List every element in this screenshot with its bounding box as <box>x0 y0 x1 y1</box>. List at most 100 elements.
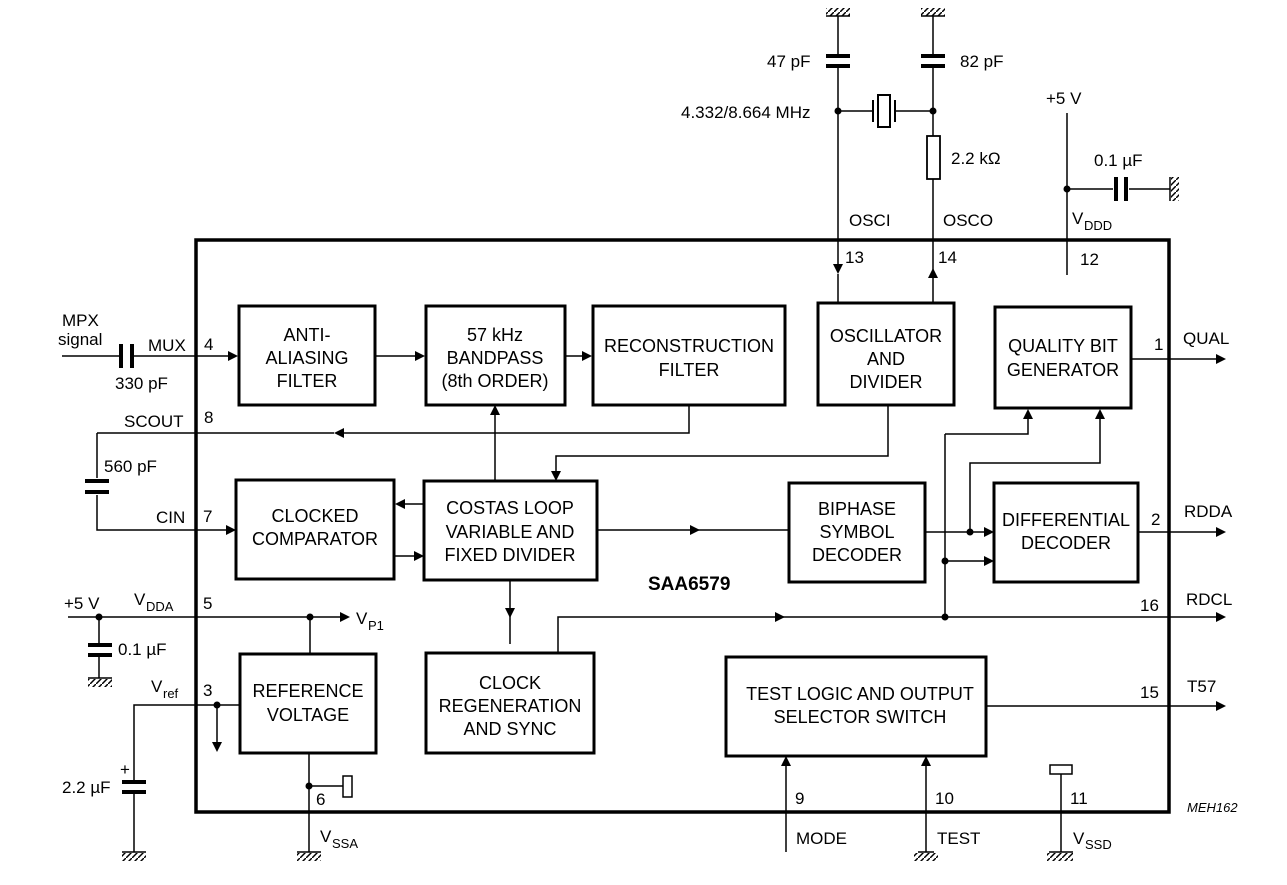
pin-13: 13 <box>845 248 864 267</box>
block-clock-regen-label-3: AND SYNC <box>463 719 556 739</box>
ground-icon <box>88 679 112 687</box>
label-c-vref: 2.2 µF <box>62 778 111 797</box>
wire-scout <box>85 405 690 535</box>
ground-icon <box>1171 177 1179 201</box>
label-supply-vddd: +5 V <box>1046 89 1082 108</box>
label-rdda: RDDA <box>1184 502 1233 521</box>
wire-vref <box>122 701 240 853</box>
label-vssa-sub: SSA <box>332 836 358 851</box>
wire-costas-to-bandpass <box>490 405 500 481</box>
label-vssa-main: V <box>320 827 332 846</box>
label-test: TEST <box>937 829 980 848</box>
label-mode: MODE <box>796 829 847 848</box>
label-mpx-1: MPX <box>62 311 99 330</box>
label-rdcl: RDCL <box>1186 590 1232 609</box>
block-oscillator-label-3: DIVIDER <box>849 372 922 392</box>
block-anti-aliasing-label-1: ANTI- <box>284 325 331 345</box>
label-c-vddd: 0.1 µF <box>1094 151 1143 170</box>
block-costas-loop-label-1: COSTAS LOOP <box>446 498 574 518</box>
ground-icon <box>297 853 321 861</box>
pin-11: 11 <box>1070 789 1088 808</box>
pin-14: 14 <box>938 248 957 267</box>
ground-icon <box>914 853 938 861</box>
pin-1: 1 <box>1154 335 1163 354</box>
block-reconstruction-label-1: RECONSTRUCTION <box>604 336 774 356</box>
label-t57: T57 <box>1187 677 1216 696</box>
wire-comparator-to-costas <box>394 551 424 561</box>
block-oscillator-label-2: AND <box>867 349 905 369</box>
label-qual: QUAL <box>1183 329 1229 348</box>
label-osci: OSCI <box>849 211 891 230</box>
label-crystal: 4.332/8.664 MHz <box>681 103 810 122</box>
pin-7: 7 <box>203 507 212 526</box>
block-test-logic-label-1: TEST LOGIC AND OUTPUT <box>746 684 974 704</box>
wire-costas-to-clock-regen <box>505 580 515 644</box>
wire-aa-to-bandpass <box>375 351 425 361</box>
wire-oscillator-to-costas <box>551 405 889 481</box>
block-test-logic-label-2: SELECTOR SWITCH <box>774 707 947 727</box>
wire-vssd <box>1049 764 1073 853</box>
figure-ref: MEH162 <box>1187 800 1238 815</box>
block-anti-aliasing-label-3: FILTER <box>277 371 338 391</box>
label-cap-plus: + <box>120 760 130 779</box>
block-anti-aliasing-label-2: ALIASING <box>265 348 348 368</box>
block-reconstruction-filter: RECONSTRUCTION FILTER <box>591 304 787 407</box>
crystal-icon <box>872 94 896 128</box>
block-biphase-label-3: DECODER <box>812 545 902 565</box>
wire-mode-input <box>781 756 791 852</box>
block-clocked-comparator-label-1: CLOCKED <box>271 506 358 526</box>
block-clock-regen-label-2: REGENERATION <box>439 696 582 716</box>
label-vddd-sub: DDD <box>1084 218 1112 233</box>
block-differential-decoder: DIFFERENTIAL DECODER <box>992 481 1140 584</box>
label-vref-main: V <box>151 677 163 696</box>
wire-vddd <box>1063 113 1171 275</box>
block-clock-regen-label-1: CLOCK <box>479 673 541 693</box>
label-c-osci: 47 pF <box>767 52 810 71</box>
block-bandpass-label-3: (8th ORDER) <box>441 371 548 391</box>
label-c-scout: 560 pF <box>104 457 157 476</box>
block-bandpass: 57 kHz BANDPASS (8th ORDER) <box>424 304 567 407</box>
wire-qual-output <box>1131 354 1226 364</box>
label-c-mpx: 330 pF <box>115 374 168 393</box>
block-costas-loop-label-2: VARIABLE AND <box>446 522 575 542</box>
block-clocked-comparator: CLOCKED COMPARATOR <box>234 478 396 581</box>
label-scout: SCOUT <box>124 412 184 431</box>
pin-16: 16 <box>1140 596 1159 615</box>
wire-rdda-output <box>1138 527 1226 537</box>
block-biphase-decoder: BIPHASE SYMBOL DECODER <box>787 481 927 584</box>
label-mpx-2: signal <box>58 330 102 349</box>
wire-costas-to-biphase <box>597 525 789 535</box>
block-costas-loop-label-3: FIXED DIVIDER <box>444 545 575 565</box>
label-vp1-sub: P1 <box>368 618 384 633</box>
label-supply-vdda: +5 V <box>64 594 100 613</box>
chip-name: SAA6579 <box>648 574 730 595</box>
label-vp1-main: V <box>356 609 368 628</box>
wire-test-input <box>918 756 934 853</box>
block-quality-bit-label-1: QUALITY BIT <box>1008 336 1118 356</box>
label-c-vdda: 0.1 µF <box>118 640 167 659</box>
wire-clock-regen-to-rdcl <box>557 409 1226 653</box>
wire-osco <box>895 16 945 303</box>
block-oscillator-label-1: OSCILLATOR <box>830 326 942 346</box>
wire-vdda <box>68 612 350 679</box>
ground-icon <box>122 853 146 861</box>
label-cin: CIN <box>156 508 185 527</box>
label-r-osco: 2.2 kΩ <box>951 149 1001 168</box>
pin-9: 9 <box>795 789 804 808</box>
label-osco: OSCO <box>943 211 993 230</box>
wire-osci <box>826 16 873 303</box>
pin-4: 4 <box>204 335 213 354</box>
pin-10: 10 <box>935 789 954 808</box>
wire-costas-to-comparator <box>395 499 424 509</box>
wire-mpx-input <box>62 344 238 368</box>
block-clock-regeneration: CLOCK REGENERATION AND SYNC <box>424 651 596 755</box>
ground-icon <box>1047 853 1073 861</box>
block-differential-label-1: DIFFERENTIAL <box>1002 510 1130 530</box>
block-bandpass-label-2: BANDPASS <box>447 348 544 368</box>
block-test-logic: TEST LOGIC AND OUTPUT SELECTOR SWITCH <box>724 655 988 758</box>
ground-icon <box>826 8 850 16</box>
block-reference-label-1: REFERENCE <box>252 681 363 701</box>
block-quality-bit-label-2: GENERATOR <box>1007 360 1119 380</box>
block-biphase-label-2: SYMBOL <box>819 522 894 542</box>
